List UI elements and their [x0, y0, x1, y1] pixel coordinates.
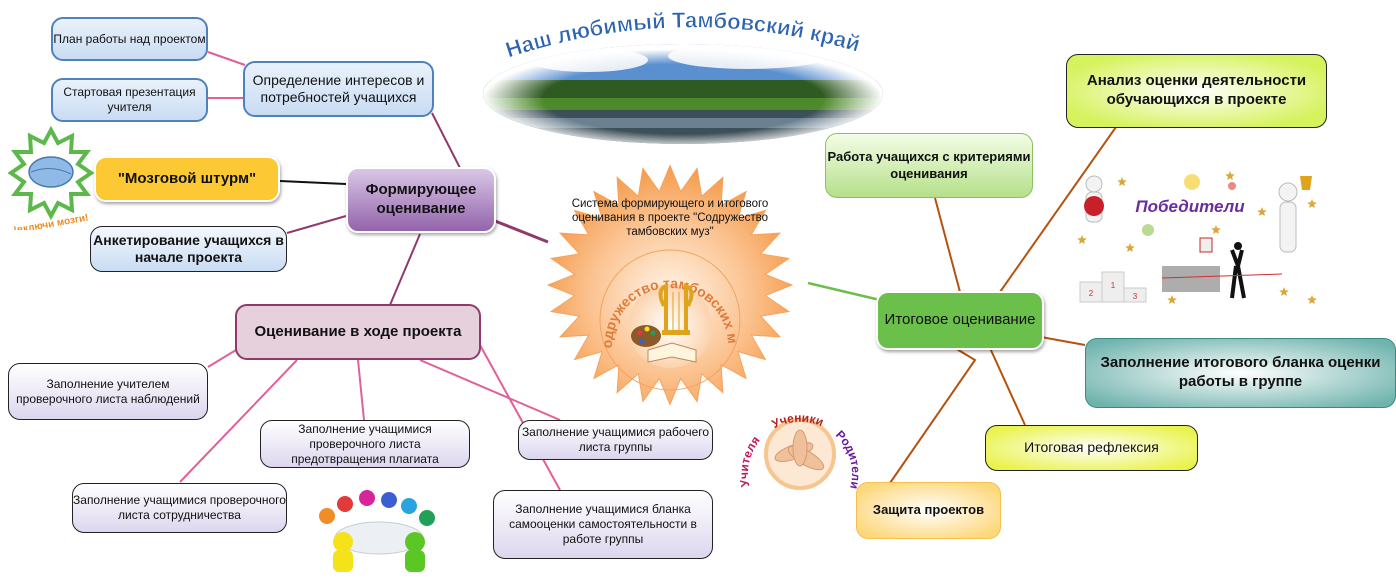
- link-final-reflect: [989, 347, 1026, 426]
- podium-place-3: 3: [1133, 292, 1138, 301]
- brain-badge-image: !включи мозги!: [7, 125, 95, 236]
- node-defense-label: Защита проектов: [872, 502, 985, 518]
- star-icon: [1257, 207, 1267, 216]
- star-icon: [1117, 177, 1127, 186]
- node-plagiarism-checklist[interactable]: Заполнение учащимися проверочного листа …: [260, 420, 470, 468]
- podium-place-1: 1: [1111, 281, 1116, 290]
- podium-place-2: 2: [1089, 289, 1094, 298]
- svg-text:Учителя: Учителя: [740, 433, 763, 488]
- node-formative[interactable]: Формирующее оценивание: [346, 167, 496, 233]
- node-survey-label: Анкетирование учащихся в начале проекта: [93, 231, 284, 266]
- node-start-presentation-label: Стартовая презентация учителя: [63, 85, 196, 114]
- link-survey-formative: [286, 215, 347, 234]
- paint-splash-icon: [1142, 174, 1236, 236]
- banner-landscape: Наш любимый Тамбовский край: [478, 10, 888, 144]
- node-teacher-checklist[interactable]: Заполнение учителем проверочного листа н…: [8, 363, 208, 420]
- svg-text:Ученики: Ученики: [769, 411, 825, 431]
- star-icon: [1279, 287, 1289, 296]
- node-final-blank-label: Заполнение итогового бланка оценки работ…: [1100, 354, 1381, 390]
- node-interests-label: Определение интересов и потребностей уча…: [252, 71, 425, 106]
- stars-decoration: [1077, 171, 1317, 304]
- node-self-assessment-label: Заполнение учащимися бланка самооценки с…: [509, 502, 697, 546]
- node-final[interactable]: Итоговое оценивание: [876, 291, 1044, 350]
- link-during-worksheet: [419, 359, 561, 421]
- link-during-plag: [357, 359, 365, 421]
- round-table-image: [305, 472, 453, 580]
- node-plagiarism-checklist-label: Заполнение учащимися проверочного листа …: [291, 421, 439, 466]
- community-word-teachers: Учителя: [737, 433, 763, 488]
- node-criteria-label: Работа учащихся с критериями оценивания: [827, 149, 1031, 181]
- star-icon: [1125, 243, 1135, 252]
- community-image: Учителя Ученики Родители: [737, 388, 863, 512]
- node-cooperation-checklist-label: Заполнение учащимися проверочного листа …: [73, 493, 286, 522]
- lyre-icon: [658, 283, 694, 335]
- node-criteria[interactable]: Работа учащихся с критериями оценивания: [825, 133, 1033, 198]
- node-analysis[interactable]: Анализ оценки деятельности обучающихся в…: [1066, 54, 1327, 128]
- node-group-worksheet[interactable]: Заполнение учащимися рабочего листа груп…: [518, 420, 713, 460]
- link-final-defense: [889, 347, 977, 484]
- svg-text:Родители: Родители: [833, 428, 860, 491]
- people-icon: [319, 490, 435, 572]
- node-formative-label: Формирующее оценивание: [365, 181, 477, 217]
- node-during[interactable]: Оценивание в ходе проекта: [235, 304, 481, 360]
- runners-icon: [1161, 242, 1283, 299]
- node-teacher-checklist-label: Заполнение учителем проверочного листа н…: [16, 376, 200, 406]
- star-icon: [1225, 171, 1235, 180]
- community-word-parents: Родители: [833, 428, 863, 491]
- book-icon: [647, 342, 697, 363]
- winner-figure-left-icon: [1084, 175, 1104, 223]
- node-group-worksheet-label: Заполнение учащимися рабочего листа груп…: [521, 425, 710, 454]
- hands-icon: [774, 429, 825, 471]
- winner-figure-trophy-icon: [1278, 176, 1312, 253]
- link-interests-plan: [207, 51, 246, 66]
- winners-image: Победители 2 1 3: [1072, 168, 1322, 308]
- node-final-label: Итоговое оценивание: [884, 311, 1036, 329]
- link-during-coop: [179, 359, 298, 483]
- star-icon: [1307, 199, 1317, 208]
- link-during-selfcheck: [479, 344, 561, 491]
- podium-icon: 2 1 3: [1079, 271, 1147, 303]
- link-final-criteria: [934, 197, 961, 293]
- svg-text:Наш любимый Тамбовский край: Наш любимый Тамбовский край: [502, 10, 863, 63]
- center-sun[interactable]: Содружество тамбовских муз Система форми…: [532, 160, 808, 410]
- brain-icon: [28, 156, 74, 188]
- node-interests[interactable]: Определение интересов и потребностей уча…: [243, 61, 434, 117]
- link-during-teacher: [207, 349, 237, 368]
- star-icon: [1211, 225, 1221, 234]
- link-center-final: [807, 281, 881, 302]
- link-brainstorm-formative: [279, 180, 347, 185]
- gift-icon: [1199, 237, 1213, 253]
- node-plan[interactable]: План работы над проектом: [51, 17, 208, 61]
- link-formative-during: [389, 233, 421, 306]
- star-icon: [1307, 295, 1317, 304]
- node-reflection[interactable]: Итоговая рефлексия: [985, 425, 1198, 471]
- node-during-label: Оценивание в ходе проекта: [254, 322, 462, 340]
- node-analysis-label: Анализ оценки деятельности обучающихся в…: [1086, 72, 1307, 108]
- node-survey[interactable]: Анкетирование учащихся в начале проекта: [90, 226, 287, 272]
- node-reflection-label: Итоговая рефлексия: [1024, 439, 1159, 456]
- link-interests-formative: [431, 112, 461, 169]
- node-plan-label: План работы над проектом: [53, 31, 206, 46]
- node-defense[interactable]: Защита проектов: [856, 482, 1001, 539]
- node-start-presentation[interactable]: Стартовая презентация учителя: [51, 78, 208, 122]
- star-icon: [1077, 235, 1087, 244]
- palette-icon: [631, 325, 661, 347]
- node-brainstorm[interactable]: "Мозговой штурм": [94, 156, 280, 202]
- star-icon: [1167, 295, 1177, 304]
- link-formative-center: [494, 219, 549, 244]
- banner-title: Наш любимый Тамбовский край: [502, 10, 863, 63]
- center-caption: Система формирующего и итогового оценива…: [571, 198, 769, 238]
- link-final-analysis: [999, 126, 1117, 293]
- node-final-blank[interactable]: Заполнение итогового бланка оценки работ…: [1085, 338, 1396, 408]
- node-self-assessment[interactable]: Заполнение учащимися бланка самооценки с…: [493, 490, 713, 559]
- node-brainstorm-label: "Мозговой штурм": [117, 169, 257, 187]
- community-word-students: Ученики: [769, 411, 825, 431]
- node-cooperation-checklist[interactable]: Заполнение учащимися проверочного листа …: [72, 483, 287, 533]
- winners-text: Победители: [1135, 197, 1245, 216]
